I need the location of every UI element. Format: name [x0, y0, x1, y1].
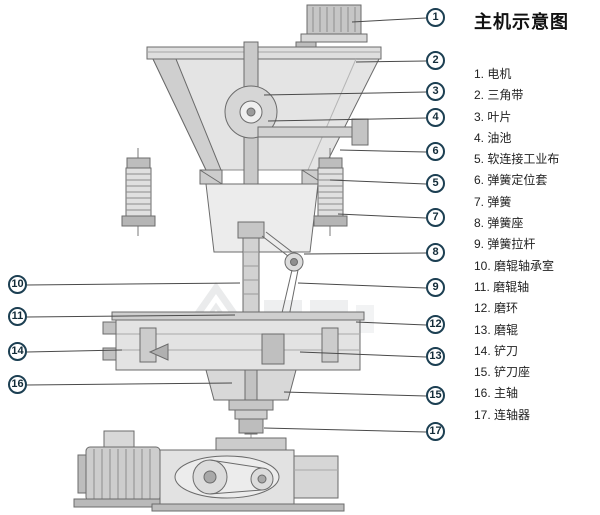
callout-3: 3 [426, 82, 445, 101]
callout-4: 4 [426, 108, 445, 127]
callout-13: 13 [426, 347, 445, 366]
callout-2: 2 [426, 51, 445, 70]
callout-16: 16 [8, 375, 27, 394]
legend-item-4: 4. 油池 [474, 130, 512, 145]
callout-9: 9 [426, 278, 445, 297]
callout-14: 14 [8, 342, 27, 361]
top-platform [146, 46, 382, 60]
legend-item-8: 8. 弹簧座 [474, 216, 524, 231]
diagram-title: 主机示意图 [474, 12, 569, 32]
legend-list: 1. 电机 2. 三角带 3. 叶片 4. 油池 5. 软连接工业布 6. 弹簧… [474, 64, 598, 426]
legend-item-10: 10. 磨辊轴承室 [474, 258, 555, 273]
legend: 主机示意图 1. 电机 2. 三角带 3. 叶片 4. 油池 5. 软连接工业布… [474, 8, 598, 426]
soft-connection [199, 169, 325, 253]
callout-10: 10 [8, 275, 27, 294]
legend-item-1: 1. 电机 [474, 67, 512, 81]
callout-17: 17 [426, 422, 445, 441]
leader-lines [26, 17, 427, 433]
pedestal-coupling [205, 369, 297, 435]
top-motor [295, 4, 368, 49]
callout-8: 8 [426, 243, 445, 262]
callout-6: 6 [426, 142, 445, 161]
legend-item-15: 15. 铲刀座 [474, 365, 531, 380]
legend-item-7: 7. 弹簧 [474, 194, 512, 209]
legend-item-17: 17. 连轴器 [474, 407, 531, 422]
legend-item-6: 6. 弹簧定位套 [474, 173, 548, 188]
callout-7: 7 [426, 208, 445, 227]
blade-hub [224, 85, 278, 139]
legend-item-12: 12. 磨环 [474, 301, 519, 316]
grinding-base [102, 311, 365, 371]
legend-item-14: 14. 铲刀 [474, 343, 519, 358]
bottom-drive [73, 430, 345, 512]
tie-rod-assembly [237, 221, 304, 333]
callout-12: 12 [426, 315, 445, 334]
legend-item-11: 11. 磨辊轴 [474, 279, 530, 294]
legend-item-13: 13. 磨辊 [474, 322, 519, 337]
spring-left [121, 148, 156, 236]
spring-right [313, 148, 348, 236]
legend-item-16: 16. 主轴 [474, 386, 519, 401]
callout-15: 15 [426, 386, 445, 405]
callout-5: 5 [426, 174, 445, 193]
callout-1: 1 [426, 8, 445, 27]
legend-item-9: 9. 弹簧拉杆 [474, 237, 536, 252]
legend-item-3: 3. 叶片 [474, 109, 512, 124]
legend-item-5: 5. 软连接工业布 [474, 152, 560, 167]
callout-11: 11 [8, 307, 27, 326]
legend-item-2: 2. 三角带 [474, 88, 524, 103]
